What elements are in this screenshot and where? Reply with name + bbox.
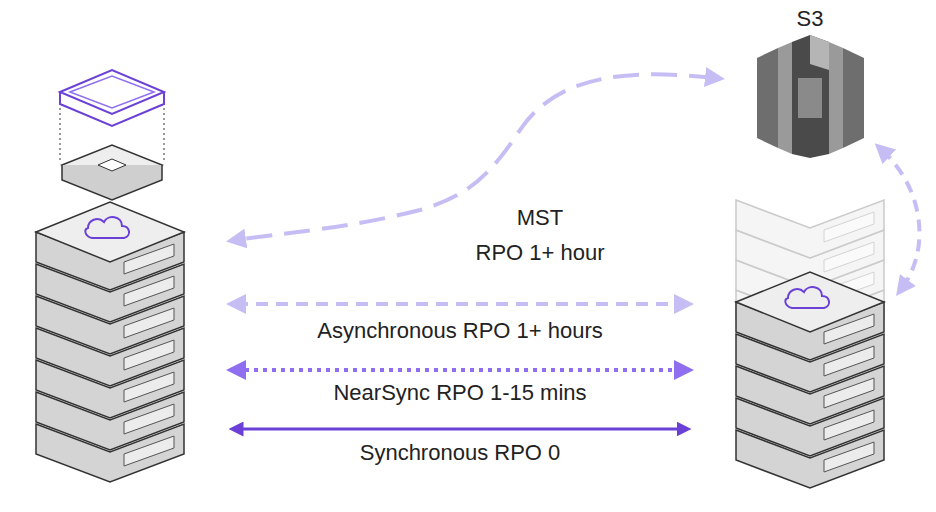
storage-node: S3 [797,6,824,32]
rpo-label: Asynchronous RPO 1+ hours [317,318,603,343]
async-arrow [236,302,684,306]
left-server-stack [36,70,184,482]
rpo-label: RPO 1+ hour [475,240,604,265]
rpo-label: Synchronous RPO 0 [360,440,561,465]
sync-arrow [236,428,684,431]
mst-arrow [236,74,715,240]
right-server-stack [736,200,884,488]
server-unit [736,200,884,258]
node-title: S3 [797,6,824,32]
rpo-label: MST [517,205,563,230]
server-handle [824,212,874,242]
s3-link-arrow [882,150,919,288]
nearsync-arrow [236,368,684,372]
s3-icon [757,35,864,158]
rpo-label: NearSync RPO 1-15 mins [333,380,586,405]
